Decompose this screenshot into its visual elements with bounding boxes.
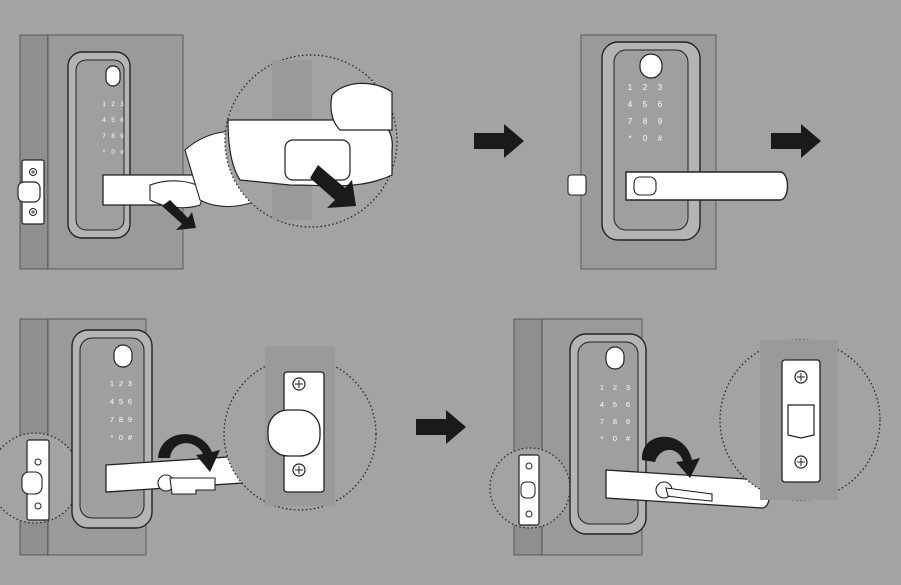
key-icon (170, 478, 215, 494)
keypad-key: * (628, 134, 631, 143)
keypad-key: * (111, 433, 114, 442)
keypad-key: 3 (626, 383, 630, 392)
door-frame (20, 35, 48, 269)
keypad-key: 5 (643, 100, 648, 109)
fingerprint-icon (114, 345, 132, 367)
panel-step-2: 1 2 3 4 5 6 7 8 9 * 0 # (568, 35, 788, 269)
keypad-key: 9 (626, 417, 630, 426)
step-arrow-icon (771, 124, 821, 158)
keypad-key: * (601, 434, 604, 443)
keypad-key: 4 (600, 400, 604, 409)
keypad-key: 1 (102, 101, 106, 108)
fingerprint-icon (640, 54, 662, 78)
keypad-key: 1 (600, 383, 604, 392)
latch-bolt (568, 175, 586, 195)
keypad-key: 7 (600, 417, 604, 426)
keypad-key: 8 (643, 117, 648, 126)
latch-pocket (788, 405, 814, 438)
keypad-key: 0 (111, 149, 115, 156)
fingerprint-icon (106, 66, 120, 86)
keypad-key: 6 (626, 400, 630, 409)
keypad-key: 2 (111, 101, 115, 108)
keypad-key: 8 (111, 133, 115, 140)
keypad-key: 6 (120, 117, 124, 124)
keypad-key: 9 (120, 133, 124, 140)
fingerprint-icon (606, 347, 624, 369)
keypad-key: # (120, 149, 124, 156)
keypad-key: 4 (628, 100, 633, 109)
screw-icon (795, 371, 807, 383)
keypad-key: 5 (111, 117, 115, 124)
screw-icon (30, 169, 37, 176)
keypad-key: 4 (110, 397, 114, 406)
keypad-key: 1 (628, 83, 633, 92)
rotate-arrow-icon (642, 437, 700, 478)
key-cylinder (634, 177, 656, 195)
keypad-key: 7 (628, 117, 633, 126)
keypad-key: 0 (643, 134, 648, 143)
keypad-key: 3 (128, 379, 132, 388)
screw-icon (795, 456, 807, 468)
keypad-key: 9 (658, 117, 663, 126)
keypad-key: 4 (102, 117, 106, 124)
keypad-key: 0 (613, 434, 617, 443)
keypad-key: 8 (613, 417, 617, 426)
step-arrow-icon (416, 410, 466, 444)
keypad-key: 2 (643, 83, 648, 92)
screw-icon (30, 209, 37, 216)
keypad-key: 7 (102, 133, 106, 140)
screw-icon (293, 378, 305, 390)
keypad-key: 6 (128, 397, 132, 406)
latch-bolt (268, 410, 320, 456)
keypad-key: 2 (613, 383, 617, 392)
zoom-circle (720, 340, 880, 500)
keypad-key: 5 (613, 400, 617, 409)
keypad-key: 0 (119, 433, 123, 442)
zoom-circle-small (490, 448, 570, 528)
zoom-circle (225, 55, 397, 227)
keypad-key: 6 (658, 100, 663, 109)
screw-icon (293, 464, 305, 476)
keypad-key: 8 (119, 415, 123, 424)
keypad-key: 5 (119, 397, 123, 406)
keypad-key: 3 (120, 101, 124, 108)
latch-bolt (18, 182, 40, 202)
keypad-key: 1 (110, 379, 114, 388)
keypad-key: 3 (658, 83, 663, 92)
keypad-key: 7 (110, 415, 114, 424)
keypad-key: 9 (128, 415, 132, 424)
keypad-key: 2 (119, 379, 123, 388)
keypad-key: # (658, 134, 663, 143)
step-arrow-icon (474, 124, 524, 158)
zoom-circle (224, 346, 376, 510)
